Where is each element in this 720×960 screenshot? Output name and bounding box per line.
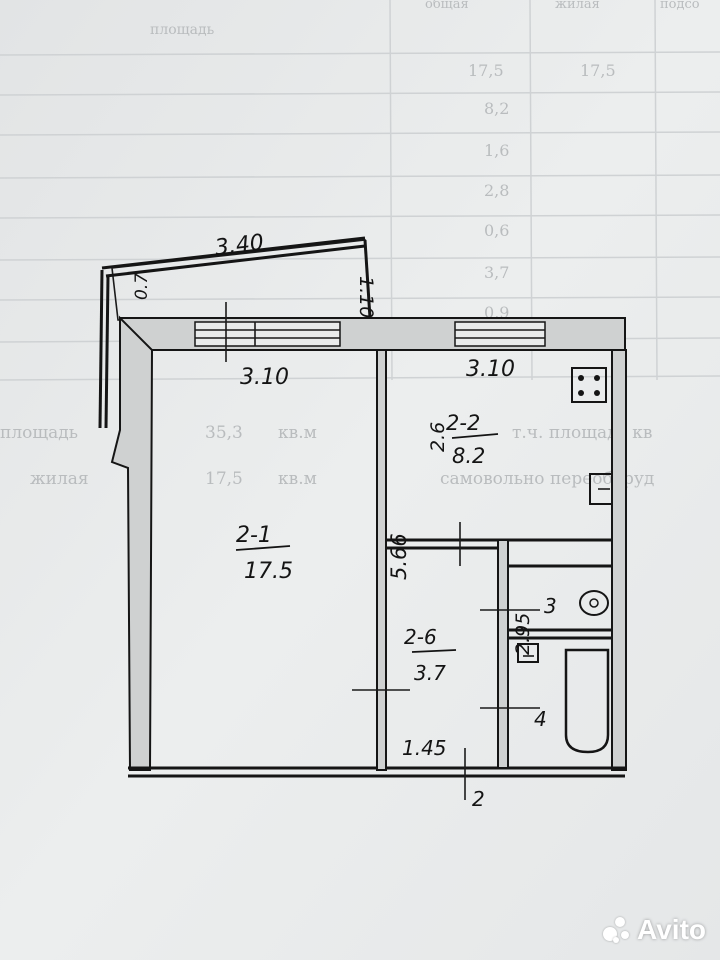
kitchen-sink — [589, 473, 613, 505]
avito-logo-icon — [601, 915, 631, 945]
room-2-6-area: 3.7 — [414, 661, 446, 685]
marker-toilet: 3 — [544, 594, 557, 618]
interior-walls — [225, 302, 612, 800]
dim-balcony-side: 0.7 — [132, 273, 152, 300]
bg-footer-0-note: т.ч. площадь кв — [512, 423, 652, 443]
bg-value-6: 3,7 — [484, 263, 509, 282]
room-2-6-id: 2-6 — [404, 625, 437, 649]
bg-footer-0-unit: кв.м — [278, 423, 317, 443]
avito-brand-text: Avito — [637, 914, 706, 945]
room-2-2-id: 2-2 — [446, 411, 480, 435]
bathtub — [564, 648, 610, 754]
bg-value-5: 0,6 — [484, 221, 509, 240]
room-2-2-area: 8.2 — [452, 444, 485, 468]
avito-watermark: Avito — [601, 914, 706, 946]
dim-hall-width: 1.45 — [402, 736, 447, 760]
bg-value-3: 1,6 — [484, 141, 509, 160]
balcony — [98, 236, 372, 429]
dimension-labels: 3.40 0.7 1.10 3.10 3.10 5.66 2.6 2.95 1.… — [132, 230, 534, 760]
bg-value-4: 2,8 — [484, 181, 509, 200]
toilet — [579, 590, 609, 616]
dim-room2-width: 3.10 — [466, 357, 515, 382]
bg-footer-1-label: жилая — [30, 469, 89, 489]
dim-hall-length: 2.95 — [512, 613, 534, 655]
bg-header-3: подсо — [660, 0, 700, 12]
bg-footer-1-value: 17,5 — [205, 469, 243, 489]
bg-header-0: площадь — [150, 22, 215, 38]
dim-room1-length: 5.66 — [387, 533, 411, 580]
bg-footer-0-value: 35,3 — [205, 423, 243, 443]
bg-header-2: жилая — [555, 0, 600, 12]
room-labels: 2-1 17.5 2-2 8.2 2-6 3.7 — [235, 411, 499, 685]
exterior-walls — [110, 315, 627, 778]
room-2-1-area: 17.5 — [244, 559, 293, 584]
room-markers: 3 4 2 — [472, 594, 557, 811]
dim-room2-length: 2.6 — [427, 422, 449, 452]
bg-value-0: 17,5 — [468, 61, 504, 80]
room-2-1-id: 2-1 — [236, 523, 272, 548]
bathroom-sink — [517, 643, 539, 663]
dim-room1-width: 3.10 — [240, 365, 289, 390]
marker-bath: 4 — [534, 707, 547, 731]
dim-balcony-length: 3.40 — [214, 230, 266, 261]
dim-balcony-depth: 1.10 — [355, 276, 377, 318]
bg-header-1: общая — [425, 0, 469, 12]
stove — [571, 367, 607, 403]
bg-footer-0-label: площадь — [0, 423, 78, 443]
bg-value-1: 17,5 — [580, 61, 616, 80]
marker-corridor: 2 — [472, 787, 485, 811]
fixtures — [517, 367, 613, 754]
bg-footer-1-unit: кв.м — [278, 469, 317, 489]
bg-value-2: 8,2 — [484, 99, 509, 118]
